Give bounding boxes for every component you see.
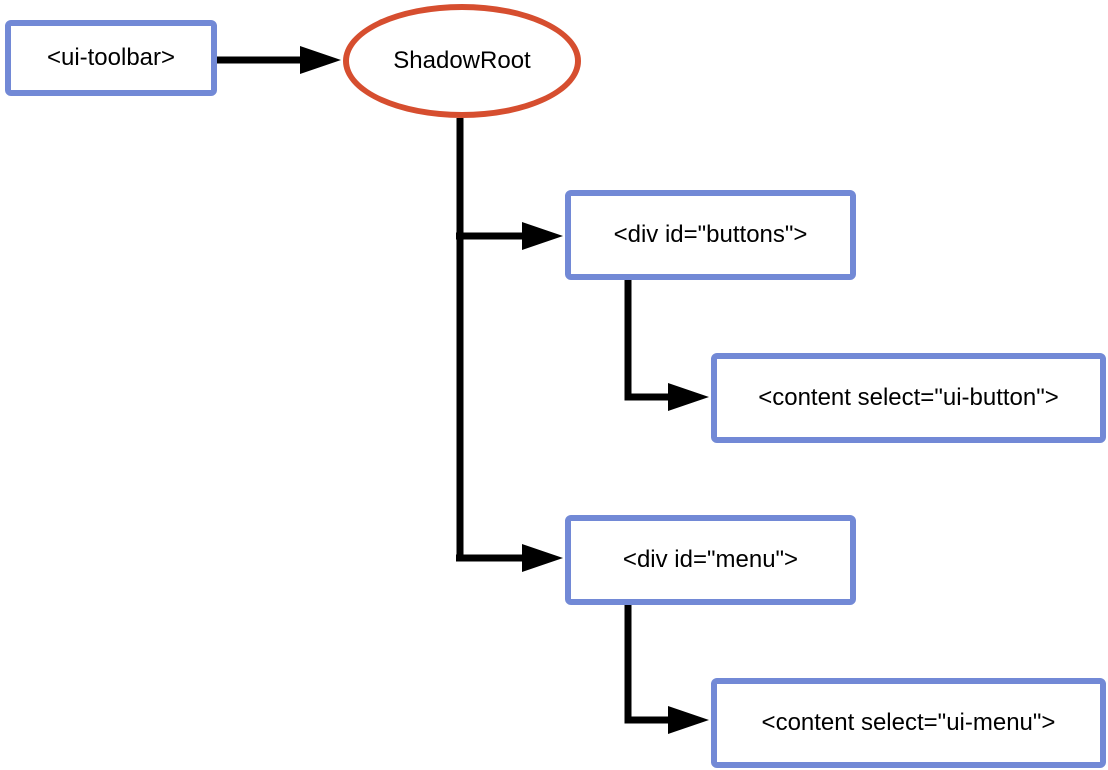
node-label: <div id="buttons"> bbox=[613, 221, 808, 248]
node-ui-toolbar: <ui-toolbar> bbox=[5, 20, 217, 96]
arrowhead-content-menu bbox=[668, 706, 709, 734]
arrowhead-content-button bbox=[668, 383, 709, 411]
node-div-menu: <div id="menu"> bbox=[565, 515, 856, 605]
node-div-buttons: <div id="buttons"> bbox=[565, 190, 856, 280]
arrowhead-shadowroot bbox=[300, 46, 341, 74]
node-content-ui-menu: <content select="ui-menu"> bbox=[711, 678, 1106, 768]
arrowhead-buttons bbox=[522, 222, 563, 250]
arrowhead-menu bbox=[522, 544, 563, 572]
node-content-ui-button: <content select="ui-button"> bbox=[711, 353, 1106, 443]
node-shadow-root: ShadowRoot bbox=[343, 4, 581, 118]
node-label: <content select="ui-button"> bbox=[758, 384, 1059, 411]
node-label: <ui-toolbar> bbox=[46, 44, 176, 71]
node-label: <content select="ui-menu"> bbox=[761, 709, 1056, 736]
edge-menu-to-content-menu bbox=[624, 605, 671, 724]
edge-buttons-to-content-button bbox=[624, 280, 671, 401]
node-label: <div id="menu"> bbox=[622, 546, 799, 573]
node-label: ShadowRoot bbox=[393, 47, 531, 74]
